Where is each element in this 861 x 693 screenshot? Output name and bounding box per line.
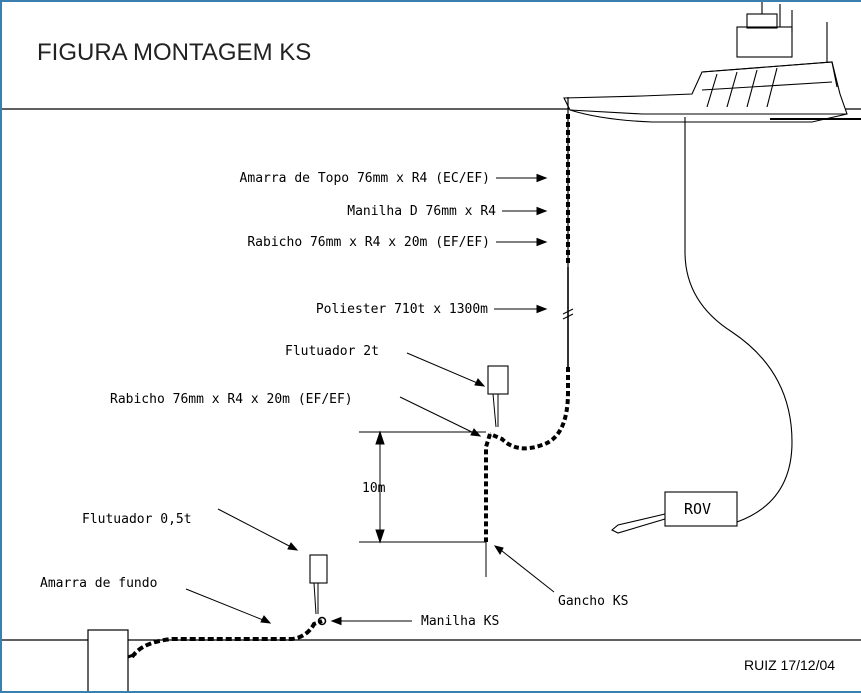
rov-label: ROV xyxy=(684,500,711,518)
arrow-rabicho-lower xyxy=(399,396,479,436)
arrowhead-manilha-d xyxy=(536,206,548,216)
label-gancho-ks: Gancho KS xyxy=(558,594,628,609)
arrowhead-flutuador-2t xyxy=(474,378,486,387)
arrowhead-amarra-fundo xyxy=(260,615,272,624)
diagram-title: FIGURA MONTAGEM KS xyxy=(37,39,311,66)
label-amarra-fundo: Amarra de fundo xyxy=(40,576,157,591)
manilha-ks-icon xyxy=(317,616,327,626)
rov-icon xyxy=(611,491,738,534)
label-rabicho-upper: Rabicho 76mm x R4 x 20m (EF/EF) xyxy=(247,235,490,250)
label-amarra-topo: Amarra de Topo 76mm x R4 (EC/EF) xyxy=(240,171,490,186)
dimension-10m-label: 10m xyxy=(362,481,386,496)
label-flutuador-05t: Flutuador 0,5t xyxy=(82,512,192,527)
anchor-pile-icon xyxy=(87,629,129,691)
arrow-flutuador-05t xyxy=(217,508,296,550)
bottom-chain xyxy=(130,619,323,659)
float-05t-icon xyxy=(309,554,328,615)
arrow-flutuador-2t xyxy=(406,352,483,386)
label-manilha-d: Manilha D 76mm x R4 xyxy=(347,204,496,219)
label-flutuador-2t: Flutuador 2t xyxy=(285,344,379,359)
vessel-icon xyxy=(563,2,861,123)
arrowhead-rabicho-upper xyxy=(536,237,548,247)
arrow-gancho-ks xyxy=(496,546,555,593)
label-manilha-ks: Manilha KS xyxy=(421,614,499,629)
label-rabicho-lower: Rabicho 76mm x R4 x 20m (EF/EF) xyxy=(110,392,353,407)
pile-padeye xyxy=(127,652,137,659)
arrowhead-poliester xyxy=(536,304,548,314)
upper-rabicho-chain xyxy=(489,367,570,451)
arrowhead-manilha-ks xyxy=(330,616,342,626)
rov-umbilical-line xyxy=(684,117,793,523)
arrow-amarra-fundo xyxy=(185,588,269,623)
arrowhead-rabicho-lower xyxy=(470,428,482,437)
float-2t-icon xyxy=(487,365,509,428)
arrowhead-flutuador-05t xyxy=(287,542,299,551)
label-poliester: Poliester 710t x 1300m xyxy=(316,302,488,317)
lower-rabicho-chain xyxy=(484,433,492,542)
arrowhead-amarra-topo xyxy=(536,173,548,183)
arrowhead-gancho-ks xyxy=(493,545,504,556)
polyester-rope xyxy=(562,267,574,367)
author-date-signature: RUIZ 17/12/04 xyxy=(744,657,835,673)
dimension-10m xyxy=(359,430,486,544)
